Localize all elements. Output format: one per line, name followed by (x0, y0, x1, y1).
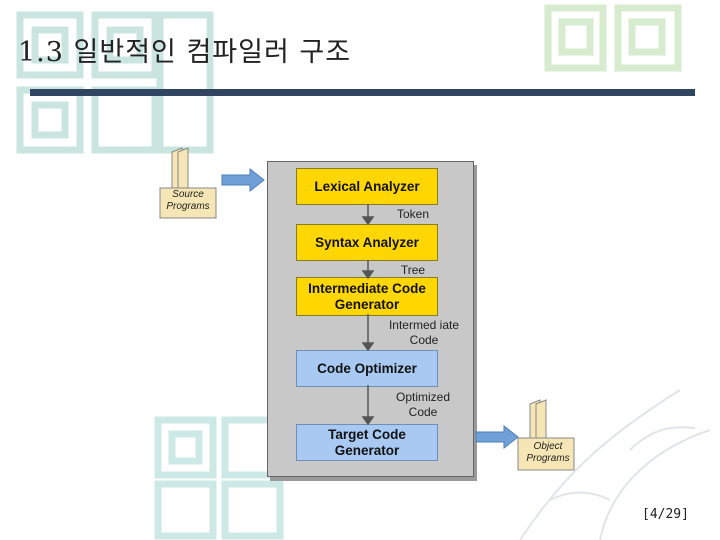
object-label-line1: Object (520, 441, 576, 453)
title-divider (30, 89, 695, 96)
tree-label: Tree (393, 263, 433, 278)
token-label: Token (393, 207, 433, 222)
object-programs-label: Object Programs (520, 441, 576, 465)
source-label-line2: Programs (160, 201, 216, 213)
optimized-code-label: Optimized Code (390, 390, 456, 420)
slide-title: 1.3 일반적인 컴파일러 구조 (18, 30, 351, 69)
intermediate-code-label: Intermed iate Code (386, 318, 462, 348)
background-pattern-top-right (540, 0, 690, 80)
source-label-line1: Source (160, 189, 216, 201)
source-programs-label: Source Programs (160, 189, 216, 213)
output-arrow (474, 425, 520, 449)
object-label-line2: Programs (520, 453, 576, 465)
input-arrow (220, 168, 266, 192)
stage-flow-arrows (360, 200, 380, 430)
page-number: [4/29] (642, 507, 689, 522)
